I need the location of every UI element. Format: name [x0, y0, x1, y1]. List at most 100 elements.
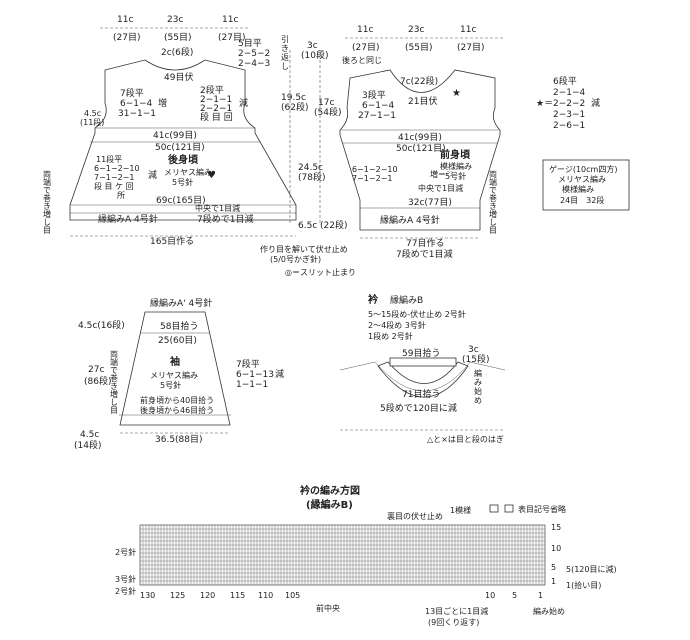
legend-row-2: 2−2−2 — [553, 99, 585, 109]
back-dec-label-2: 減 — [148, 169, 157, 181]
back-stitch-0: メリヤス編み — [164, 167, 212, 177]
front-top-c2: (27目) — [457, 42, 484, 53]
legend-square-icon-2 — [504, 504, 514, 513]
chart-center: 前中央 — [316, 603, 340, 613]
m24: 24.5c — [298, 163, 323, 173]
gauge-0: ゲージ(10cm四方) — [549, 164, 617, 174]
back-sh-right-2: 2−2−1 — [200, 104, 232, 114]
front-top-b: 23c — [408, 25, 424, 35]
front-title: 前身頃 — [440, 148, 471, 161]
collar-dec: 5段めで120目に減 — [380, 402, 457, 414]
front-stitch-0: 模様編み — [440, 161, 472, 171]
front-same-skirt: 増＝♡ — [430, 169, 453, 179]
chart-col-2: 120 — [200, 591, 215, 600]
sleeve-outline — [119, 311, 231, 426]
pick-2: 返 — [281, 53, 289, 62]
sleeve-bottom: 36.5(88目) — [155, 434, 203, 445]
back-heart-icon: ♥ — [207, 170, 216, 181]
front-row50: 50c(121目) — [396, 143, 446, 154]
slit-note: ◎＝スリット止まり — [285, 267, 356, 277]
m17: 17c — [318, 98, 334, 108]
collar-title: 衿 — [368, 293, 378, 306]
chart-row-label-2: 2号針 — [115, 586, 136, 596]
sleeve-h27-0: 27c — [88, 365, 104, 375]
chart-every-0: 13目ごとに1目減 — [425, 606, 488, 616]
back-title: 後身頃 — [168, 153, 199, 166]
collar-meas-0: 3c — [468, 345, 479, 355]
sleeve-stitch-1: 5号針 — [160, 380, 181, 390]
sleeve-band: 縁編みA' 4号針 — [150, 297, 212, 309]
legend-row-3: 2−3−1 — [553, 110, 585, 120]
collar-start-1: み — [474, 378, 482, 387]
front-body: 11c (27目) 23c (55目) 11c (27目) 後ろと同じ 7c(2… — [339, 25, 505, 260]
collar: 衿 縁編みB 5〜15段め-伏せ止め 2号針 2〜4段め 3号針 1段め 2号針… — [339, 293, 506, 444]
chart-row-label-1: 3号針 — [115, 574, 136, 584]
front-same: 後ろと同じ — [342, 55, 382, 65]
front-top-a2: (27目) — [352, 42, 379, 53]
chart-grid — [139, 524, 546, 586]
collar-pattern: 縁編みB — [390, 294, 423, 306]
chart-col-7: 5 — [512, 591, 517, 600]
collar-note-1: 2〜4段め 3号針 — [368, 320, 426, 330]
chart-pick-note: 1(拾い目) — [566, 580, 601, 590]
m6b: (22段) — [320, 219, 347, 231]
pick-1: き — [281, 44, 289, 53]
front-side-note: 両端で巻き増し目 — [489, 170, 498, 235]
chart-col-5: 105 — [285, 591, 300, 600]
back-skirt-2: 7−1−2−1 — [94, 173, 134, 182]
m19b: (62段) — [281, 101, 308, 113]
collar-band — [377, 361, 469, 398]
front-top-c: 11c — [460, 25, 476, 35]
m24b: (78段) — [298, 171, 325, 183]
gauge-2: 模様編み — [562, 184, 594, 194]
chart-rownum-1: 10 — [551, 544, 561, 553]
chart-col-8: 1 — [538, 591, 543, 600]
chart-repeat: 1模様 — [450, 505, 471, 515]
front-top-b2: (55目) — [405, 42, 432, 53]
legend-row-0: 6段平 — [553, 75, 577, 87]
front-row41: 41c(99目) — [398, 132, 442, 143]
chart-col-0: 130 — [140, 591, 155, 600]
back-neck-shape-2: 2−4−3 — [238, 59, 270, 69]
back-sh-right-3: 段 目 回 — [200, 111, 233, 123]
back-neck-shape-1: 2−5−2 — [238, 49, 270, 59]
legend-mark: ★＝ — [536, 99, 553, 109]
front-band-dec: 7段めで1目減 — [396, 248, 452, 260]
front-skirt-1: 7−1−2−1 — [352, 174, 392, 183]
collar-note-2: 1段め 2号針 — [368, 331, 413, 341]
sleeve-dec: 減 — [275, 368, 284, 380]
m6: 6.5c — [298, 221, 317, 231]
back-sh-left-2: 31−1−1 — [118, 109, 156, 119]
collar-mark: △と×は目と段のはぎ — [427, 434, 504, 444]
star-legend: 6段平 2−1−4 ★＝ 2−2−2 2−3−1 2−6−1 減 — [536, 75, 600, 131]
back-skirt-4: 所 — [117, 190, 125, 200]
chart-title-0: 衿の編み方図 — [300, 484, 360, 497]
back-neck-shape-0: 5目平 — [238, 38, 262, 49]
sleeve-pick-1: 後身頃から46目拾う — [140, 405, 214, 415]
pick-0: 引 — [281, 35, 289, 44]
back-top-c2: (27目) — [218, 32, 245, 43]
sleeve-h27-1: (86段) — [84, 375, 111, 387]
collar-neckline — [339, 361, 506, 392]
sleeve-pick58: 58目拾う — [160, 320, 198, 332]
join-0: 作り目を解いて伏せ止め — [260, 244, 348, 254]
back-sh-left-0: 7段平 — [120, 87, 144, 99]
collar-start-0: 編 — [474, 368, 482, 378]
sleeve: 縁編みA' 4号針 4.5c(16段) 58目拾う 25(60目) 袖 メリヤス… — [74, 297, 284, 451]
gauge-3: 24目 32段 — [560, 195, 604, 205]
back-top-a: 11c — [117, 15, 133, 25]
chart-rownum-2: 5 — [551, 563, 556, 572]
legend-row-1: 2−1−4 — [553, 88, 586, 98]
sleeve-right-2: 1−1−1 — [236, 380, 268, 390]
back-outline — [69, 59, 297, 221]
legend-square-icon — [489, 504, 499, 513]
front-top-a: 11c — [357, 25, 373, 35]
front-left-1: 6−1−4 — [362, 101, 395, 111]
chart-col-3: 115 — [230, 591, 245, 600]
back-neck-center: 2c(6段) — [161, 46, 193, 58]
front-band: 縁編みA 4号針 — [380, 214, 440, 226]
back-row50: 50c(121目) — [155, 142, 205, 153]
front-skirt-0: 6−1−2−10 — [352, 165, 398, 174]
chart-legend-note: 表目記号省略 — [518, 504, 566, 514]
